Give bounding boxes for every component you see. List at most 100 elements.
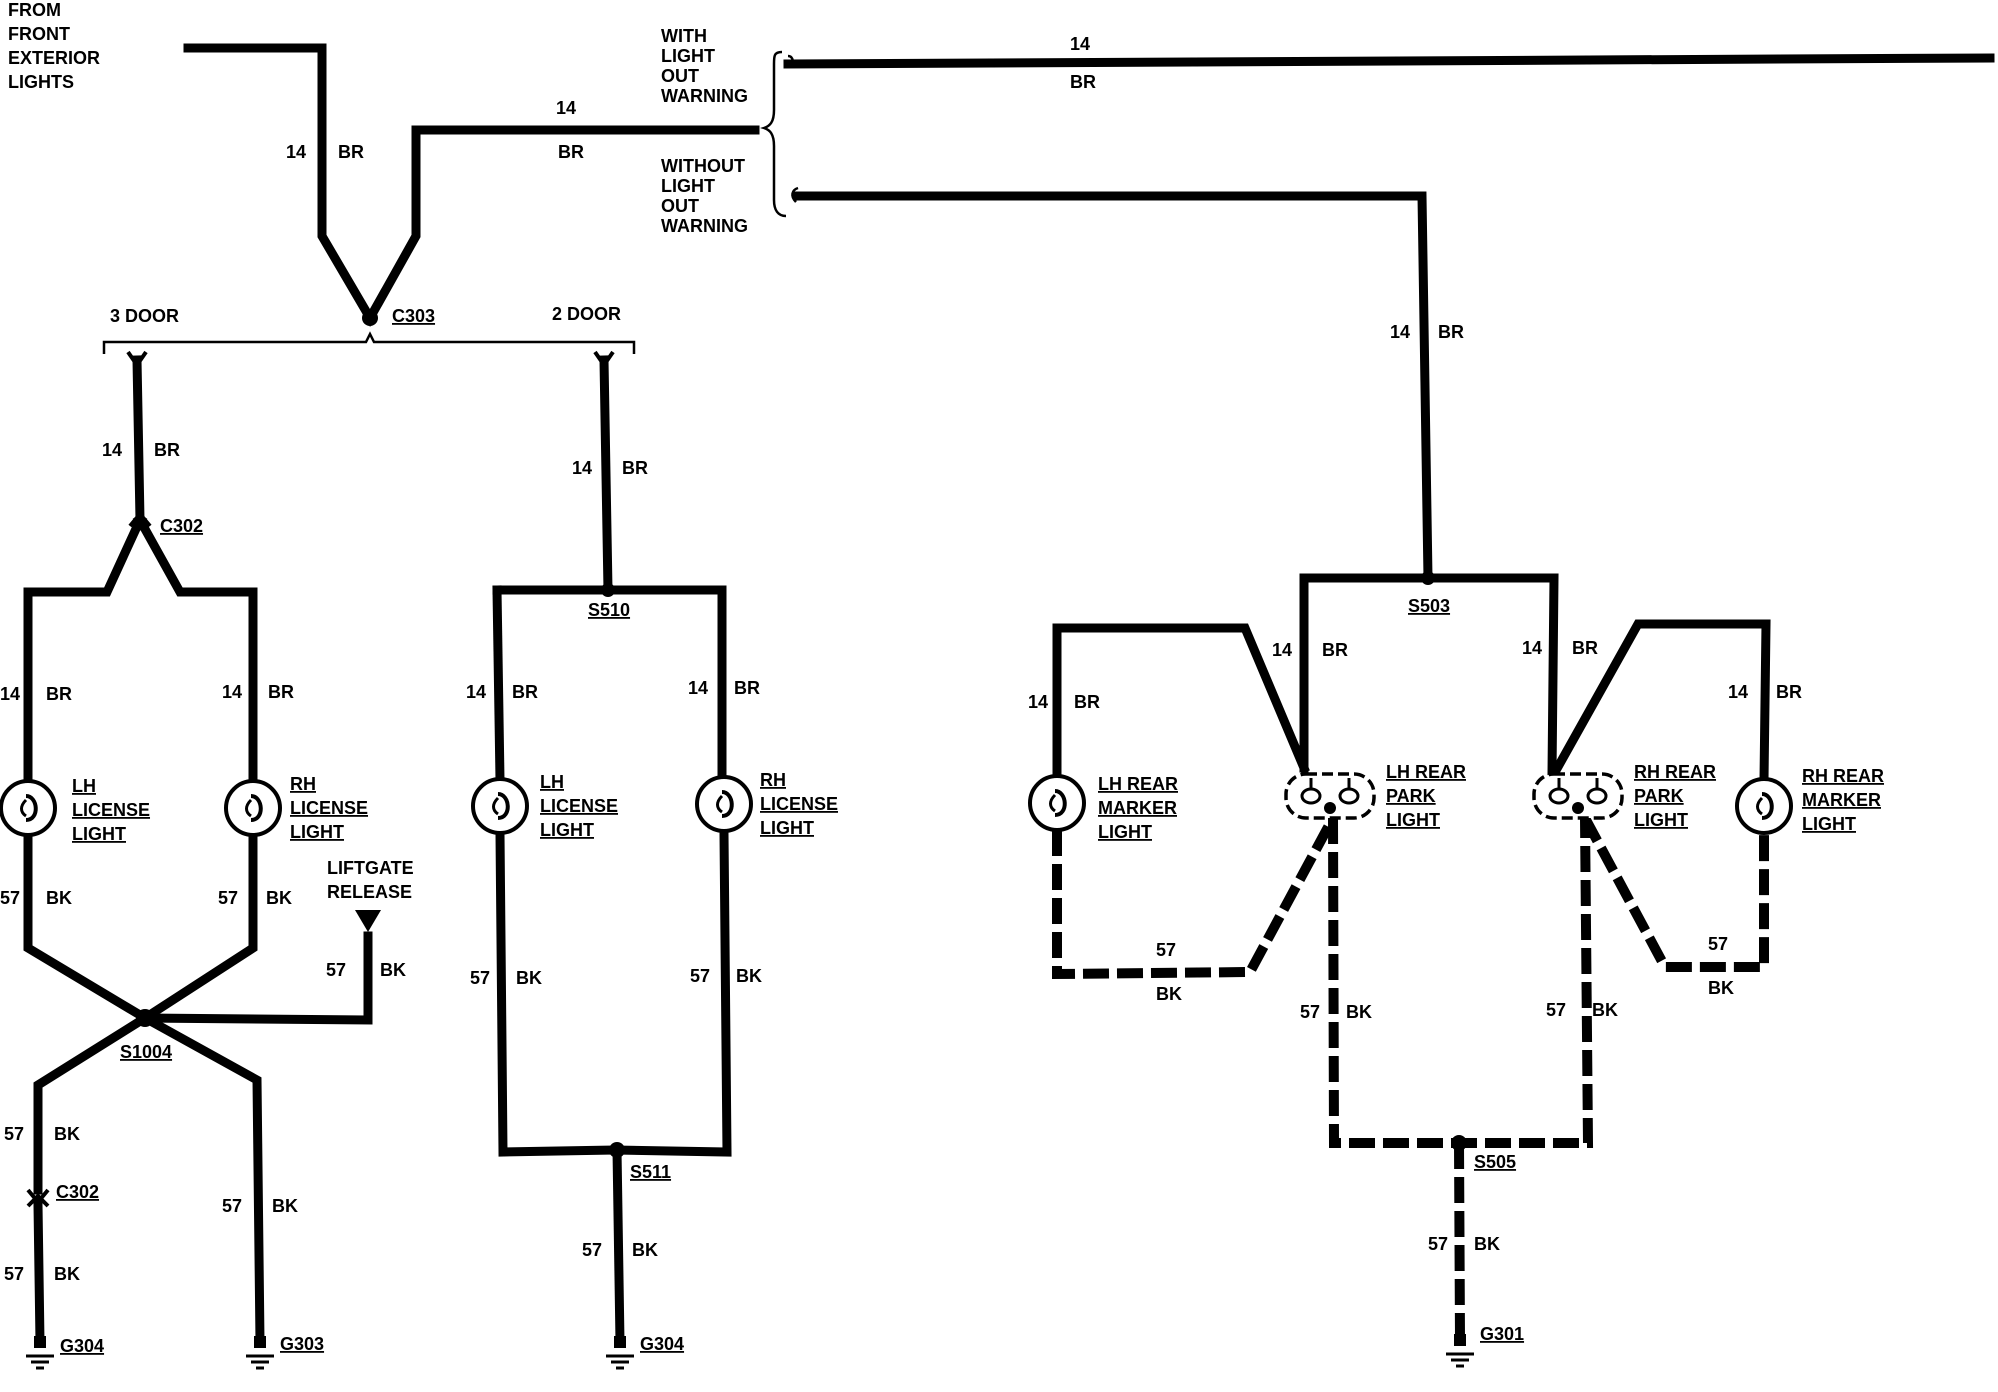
s511-label: S511: [630, 1162, 671, 1182]
liftgate-label-1: LIFTGATE: [327, 858, 414, 878]
svg-text:14: 14: [102, 440, 122, 460]
svg-text:57: 57: [1546, 1000, 1566, 1020]
rh-license-bulb-2door-icon: [695, 775, 753, 833]
svg-text:LH: LH: [72, 776, 96, 796]
svg-text:BR: BR: [268, 682, 294, 702]
svg-text:RH REAR: RH REAR: [1802, 766, 1884, 786]
svg-text:14: 14: [1390, 322, 1410, 342]
three-door-label: 3 DOOR: [110, 306, 179, 326]
svg-text:LIGHT: LIGHT: [540, 820, 594, 840]
two-door-label: 2 DOOR: [552, 304, 621, 324]
svg-text:LICENSE: LICENSE: [290, 798, 368, 818]
svg-text:BR: BR: [1572, 638, 1598, 658]
svg-text:WITH: WITH: [661, 26, 707, 46]
svg-text:OUT: OUT: [661, 66, 699, 86]
svg-text:LIGHT: LIGHT: [661, 176, 715, 196]
svg-text:OUT: OUT: [661, 196, 699, 216]
svg-text:14: 14: [1272, 640, 1292, 660]
s510-label: S510: [588, 600, 630, 620]
svg-text:57: 57: [1708, 934, 1728, 954]
g301-label: G301: [1480, 1324, 1524, 1344]
ground-g304-right-icon: [604, 1354, 636, 1370]
svg-text:LIGHT: LIGHT: [1098, 822, 1152, 842]
rh-rear-marker-bulb-icon: [1735, 777, 1793, 835]
g304-right-label: G304: [640, 1334, 684, 1354]
svg-text:BK: BK: [1708, 978, 1734, 998]
svg-text:MARKER: MARKER: [1098, 798, 1177, 818]
svg-text:LIGHT: LIGHT: [661, 46, 715, 66]
rh-rear-marker-label: RH REAR MARKER LIGHT: [1802, 766, 1884, 834]
svg-text:BK: BK: [1346, 1002, 1372, 1022]
svg-text:LICENSE: LICENSE: [72, 800, 150, 820]
svg-text:BR: BR: [154, 440, 180, 460]
svg-text:14: 14: [286, 142, 306, 162]
svg-text:BK: BK: [54, 1264, 80, 1284]
three-door-branch: [23, 355, 373, 1347]
rear-light-feed: [1052, 573, 1771, 785]
svg-text:RH: RH: [760, 770, 786, 790]
svg-text:EXTERIOR: EXTERIOR: [8, 48, 100, 68]
svg-text:BK: BK: [54, 1124, 80, 1144]
svg-text:LIGHTS: LIGHTS: [8, 72, 74, 92]
svg-text:57: 57: [218, 888, 238, 908]
svg-text:WARNING: WARNING: [661, 86, 748, 106]
svg-text:LH: LH: [540, 772, 564, 792]
rh-license-bulb-icon: [224, 779, 282, 837]
lh-rear-park-label: LH REAR PARK LIGHT: [1386, 762, 1466, 830]
svg-text:LH REAR: LH REAR: [1386, 762, 1466, 782]
svg-text:LICENSE: LICENSE: [540, 796, 618, 816]
lh-rear-marker-label: LH REAR MARKER LIGHT: [1098, 774, 1178, 842]
svg-text:WITHOUT: WITHOUT: [661, 156, 745, 176]
svg-text:RH REAR: RH REAR: [1634, 762, 1716, 782]
svg-text:57: 57: [326, 960, 346, 980]
svg-text:PARK: PARK: [1634, 786, 1684, 806]
svg-text:14: 14: [222, 682, 242, 702]
liftgate-release-arrow-icon: [355, 910, 381, 932]
svg-text:14: 14: [572, 458, 592, 478]
svg-text:BK: BK: [272, 1196, 298, 1216]
svg-text:14: 14: [1728, 682, 1748, 702]
svg-text:BR: BR: [1776, 682, 1802, 702]
svg-text:BK: BK: [516, 968, 542, 988]
svg-text:57: 57: [1428, 1234, 1448, 1254]
without-warning-label: WITHOUT LIGHT OUT WARNING: [661, 156, 748, 236]
lh-license-label: LH LICENSE LIGHT: [72, 776, 150, 844]
svg-text:BR: BR: [1074, 692, 1100, 712]
svg-text:BR: BR: [46, 684, 72, 704]
ground-g301-icon: [1444, 1352, 1476, 1368]
c302-lower-label: C302: [56, 1182, 99, 1202]
svg-text:LIGHT: LIGHT: [1634, 810, 1688, 830]
svg-text:14: 14: [1522, 638, 1542, 658]
svg-text:BK: BK: [1592, 1000, 1618, 1020]
two-door-branch: [492, 355, 732, 1347]
svg-text:BR: BR: [1322, 640, 1348, 660]
ground-g303-icon: [244, 1354, 276, 1370]
svg-text:WARNING: WARNING: [661, 216, 748, 236]
svg-text:RH: RH: [290, 774, 316, 794]
svg-text:BK: BK: [736, 966, 762, 986]
s503-label: S503: [1408, 596, 1450, 616]
rh-license-label: RH LICENSE LIGHT: [290, 774, 368, 842]
svg-text:BK: BK: [1156, 984, 1182, 1004]
svg-text:57: 57: [582, 1240, 602, 1260]
svg-text:BR: BR: [1438, 322, 1464, 342]
svg-text:57: 57: [690, 966, 710, 986]
ground-g304-left-icon: [24, 1354, 56, 1370]
svg-text:LICENSE: LICENSE: [760, 794, 838, 814]
svg-text:BK: BK: [380, 960, 406, 980]
connector-marks: [26, 50, 1467, 1208]
liftgate-label-2: RELEASE: [327, 882, 412, 902]
svg-text:BK: BK: [632, 1240, 658, 1260]
svg-text:BR: BR: [558, 142, 584, 162]
svg-text:MARKER: MARKER: [1802, 790, 1881, 810]
svg-text:LIGHT: LIGHT: [760, 818, 814, 838]
svg-text:57: 57: [1156, 940, 1176, 960]
svg-text:FROM: FROM: [8, 0, 61, 20]
feed-wires: [183, 43, 1995, 583]
svg-text:BR: BR: [512, 682, 538, 702]
svg-text:LIGHT: LIGHT: [1386, 810, 1440, 830]
s1004-label: S1004: [120, 1042, 172, 1062]
rh-license-2door-label: RH LICENSE LIGHT: [760, 770, 838, 838]
svg-text:14: 14: [466, 682, 486, 702]
